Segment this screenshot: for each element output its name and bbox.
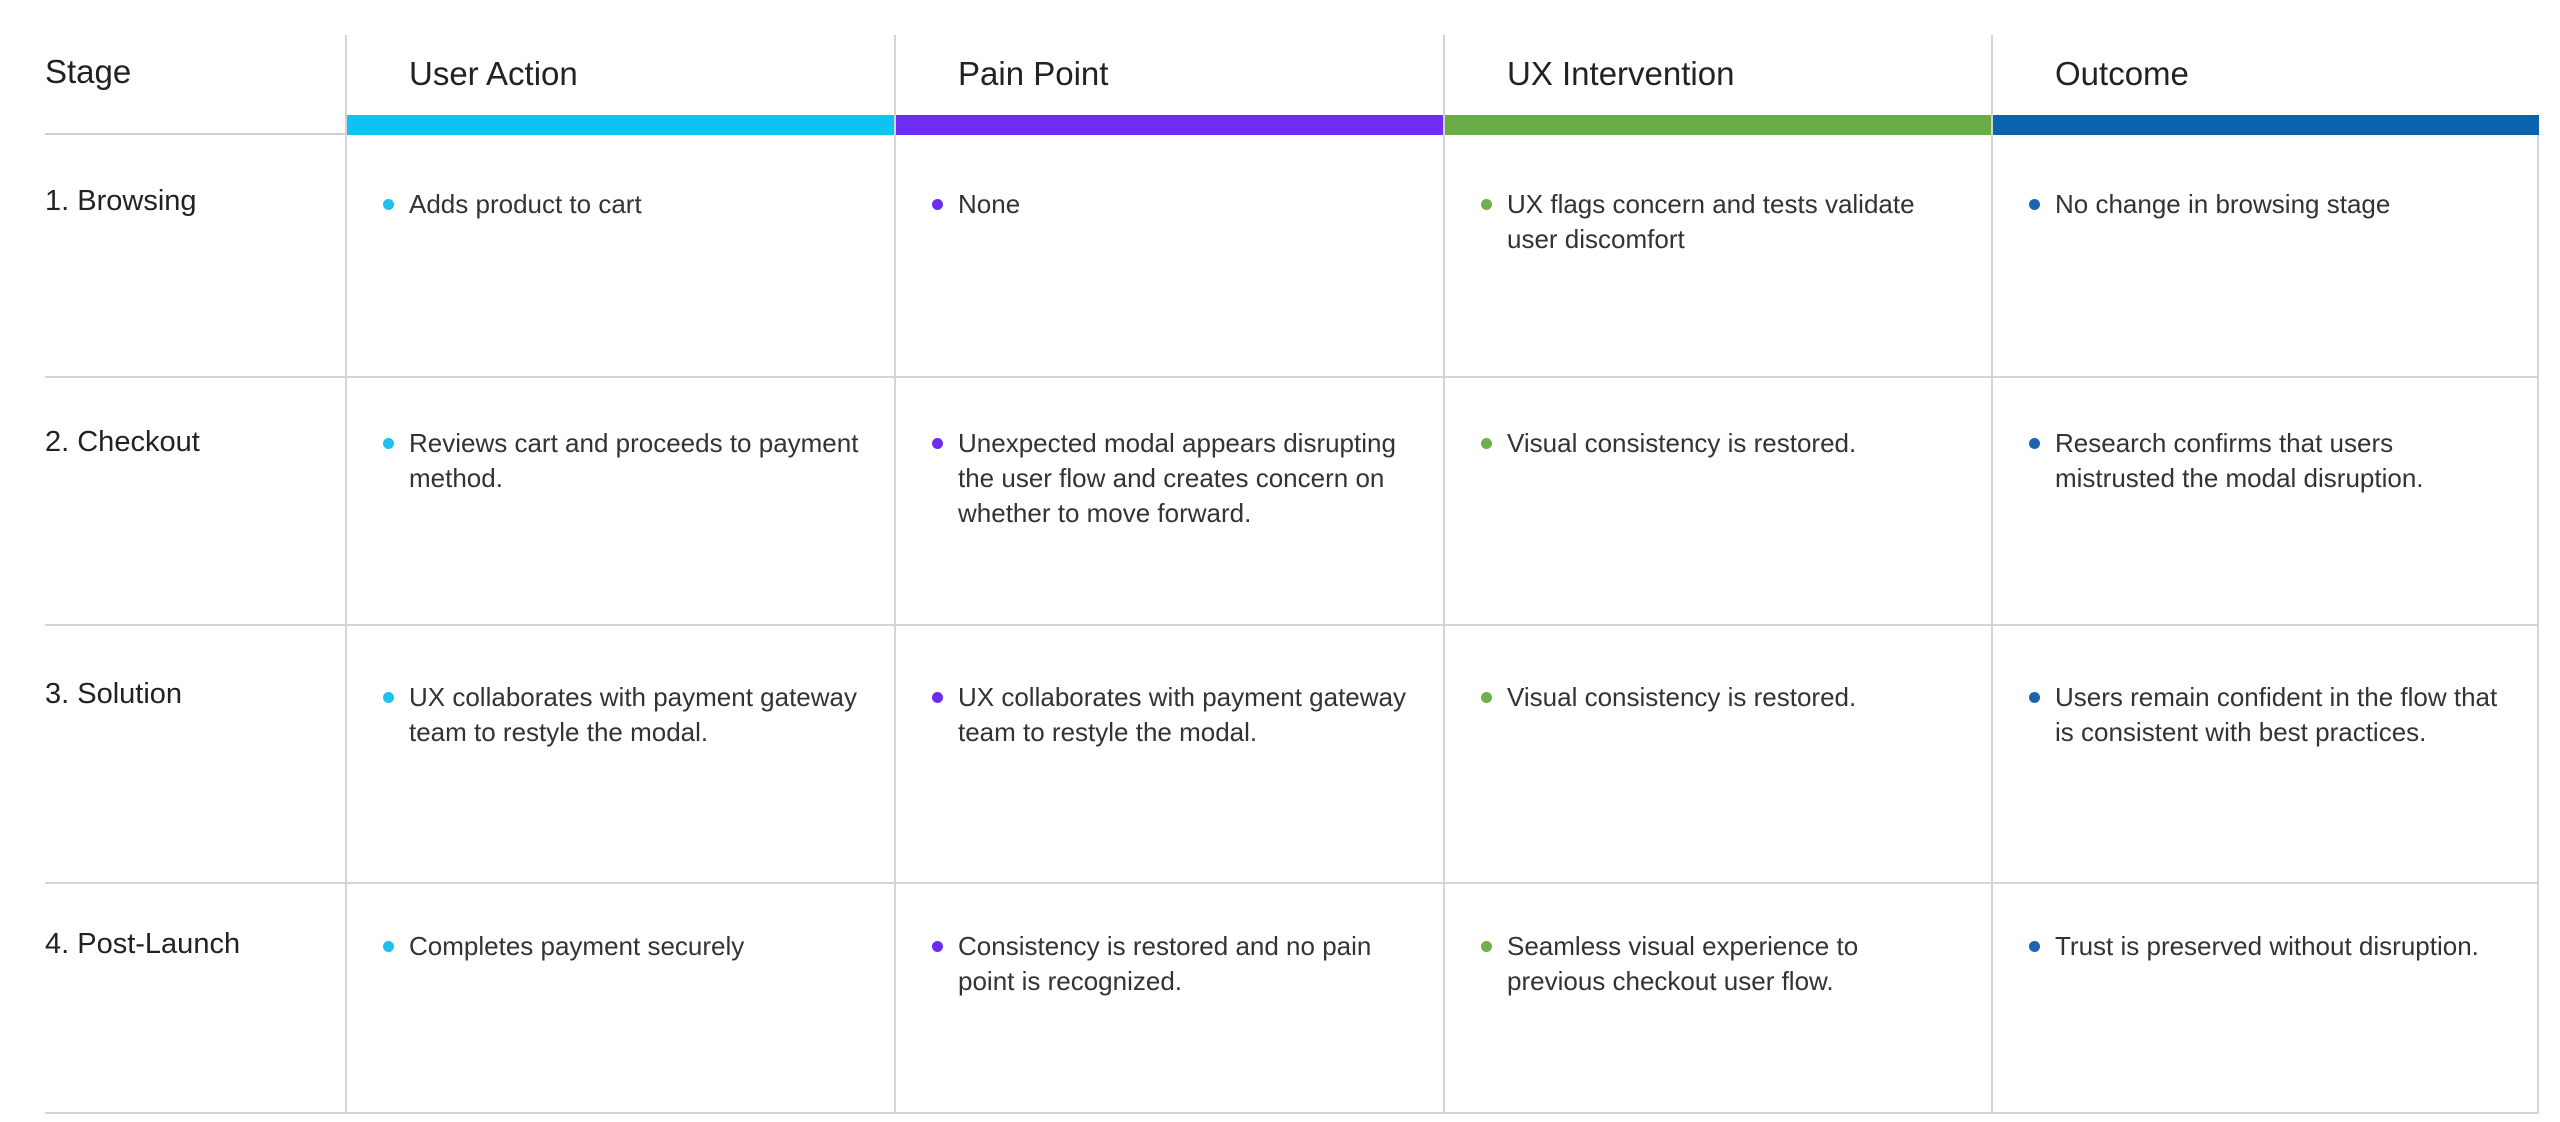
pain-point-header-label: Pain Point [958, 55, 1109, 92]
ux-intervention-text: Visual consistency is restored. [1507, 682, 1857, 712]
journey-map-table: Stage User Action Pain Point UX Interven… [45, 35, 2539, 1114]
pain-point-text: UX collaborates with payment gateway tea… [958, 682, 1407, 747]
user-action-text: Reviews cart and proceeds to payment met… [409, 428, 859, 493]
bullet-dot-icon [2029, 941, 2040, 952]
outcome-header-label: Outcome [2055, 55, 2189, 92]
outcome-cell: Trust is preserved without disruption. [1991, 884, 2539, 1112]
bullet-dot-icon [932, 438, 943, 449]
outcome-cell: Research confirms that users mistrusted … [1991, 378, 2539, 624]
stage-row-solution: 3. Solution UX collaborates with payment… [45, 626, 2539, 884]
user-action-text: Completes payment securely [409, 931, 745, 961]
ux-intervention-cell: Visual consistency is restored. [1443, 626, 1991, 882]
pain-point-text: None [958, 189, 1021, 219]
ux-intervention-column-header: UX Intervention [1443, 35, 1991, 135]
user-action-column-header: User Action [345, 35, 894, 135]
user-action-text: Adds product to cart [409, 189, 642, 219]
pain-point-cell: Consistency is restored and no pain poin… [894, 884, 1443, 1112]
pain-point-accent-bar [896, 115, 1443, 135]
outcome-text: Research confirms that users mistrusted … [2055, 428, 2424, 493]
bullet-dot-icon [932, 941, 943, 952]
outcome-column-header: Outcome [1991, 35, 2539, 135]
ux-intervention-text: Seamless visual experience to previous c… [1507, 931, 1859, 996]
outcome-text: No change in browsing stage [2055, 189, 2391, 219]
user-action-accent-bar [347, 115, 894, 135]
stage-label: 2. Checkout [45, 426, 200, 458]
bullet-dot-icon [1481, 941, 1492, 952]
pain-point-text: Unexpected modal appears disrupting the … [958, 428, 1396, 528]
user-action-cell: Adds product to cart [345, 135, 894, 376]
outcome-cell: Users remain confident in the flow that … [1991, 626, 2539, 882]
outcome-text: Users remain confident in the flow that … [2055, 682, 2498, 747]
stage-row-post-launch: 4. Post-Launch Completes payment securel… [45, 884, 2539, 1114]
stage-label: 1. Browsing [45, 185, 197, 217]
user-action-cell: Completes payment securely [345, 884, 894, 1112]
stage-row-checkout: 2. Checkout Reviews cart and proceeds to… [45, 378, 2539, 626]
user-action-cell: Reviews cart and proceeds to payment met… [345, 378, 894, 624]
ux-intervention-cell: Seamless visual experience to previous c… [1443, 884, 1991, 1112]
bullet-dot-icon [383, 438, 394, 449]
bullet-dot-icon [383, 941, 394, 952]
stage-label: 3. Solution [45, 678, 183, 710]
bullet-dot-icon [1481, 692, 1492, 703]
bullet-dot-icon [932, 199, 943, 210]
bullet-dot-icon [2029, 199, 2040, 210]
stage-row-browsing: 1. Browsing Adds product to cart None UX… [45, 135, 2539, 378]
pain-point-column-header: Pain Point [894, 35, 1443, 135]
user-action-cell: UX collaborates with payment gateway tea… [345, 626, 894, 882]
user-action-text: UX collaborates with payment gateway tea… [409, 682, 858, 747]
header-row: Stage User Action Pain Point UX Interven… [45, 35, 2539, 135]
ux-intervention-text: Visual consistency is restored. [1507, 428, 1857, 458]
outcome-accent-bar [1993, 115, 2539, 135]
user-action-header-label: User Action [409, 55, 578, 92]
pain-point-cell: None [894, 135, 1443, 376]
stage-label: 4. Post-Launch [45, 928, 241, 960]
outcome-cell: No change in browsing stage [1991, 135, 2539, 376]
bullet-dot-icon [2029, 692, 2040, 703]
ux-intervention-cell: Visual consistency is restored. [1443, 378, 1991, 624]
ux-intervention-accent-bar [1445, 115, 1991, 135]
bullet-dot-icon [2029, 438, 2040, 449]
pain-point-cell: UX collaborates with payment gateway tea… [894, 626, 1443, 882]
bullet-dot-icon [932, 692, 943, 703]
pain-point-text: Consistency is restored and no pain poin… [958, 931, 1372, 996]
bullet-dot-icon [383, 199, 394, 210]
outcome-text: Trust is preserved without disruption. [2055, 931, 2479, 961]
ux-intervention-header-label: UX Intervention [1507, 55, 1735, 92]
stage-column-header: Stage [45, 53, 132, 90]
bullet-dot-icon [1481, 199, 1492, 210]
bullet-dot-icon [1481, 438, 1492, 449]
ux-intervention-text: UX flags concern and tests validate user… [1507, 189, 1915, 254]
bullet-dot-icon [383, 692, 394, 703]
pain-point-cell: Unexpected modal appears disrupting the … [894, 378, 1443, 624]
ux-intervention-cell: UX flags concern and tests validate user… [1443, 135, 1991, 376]
